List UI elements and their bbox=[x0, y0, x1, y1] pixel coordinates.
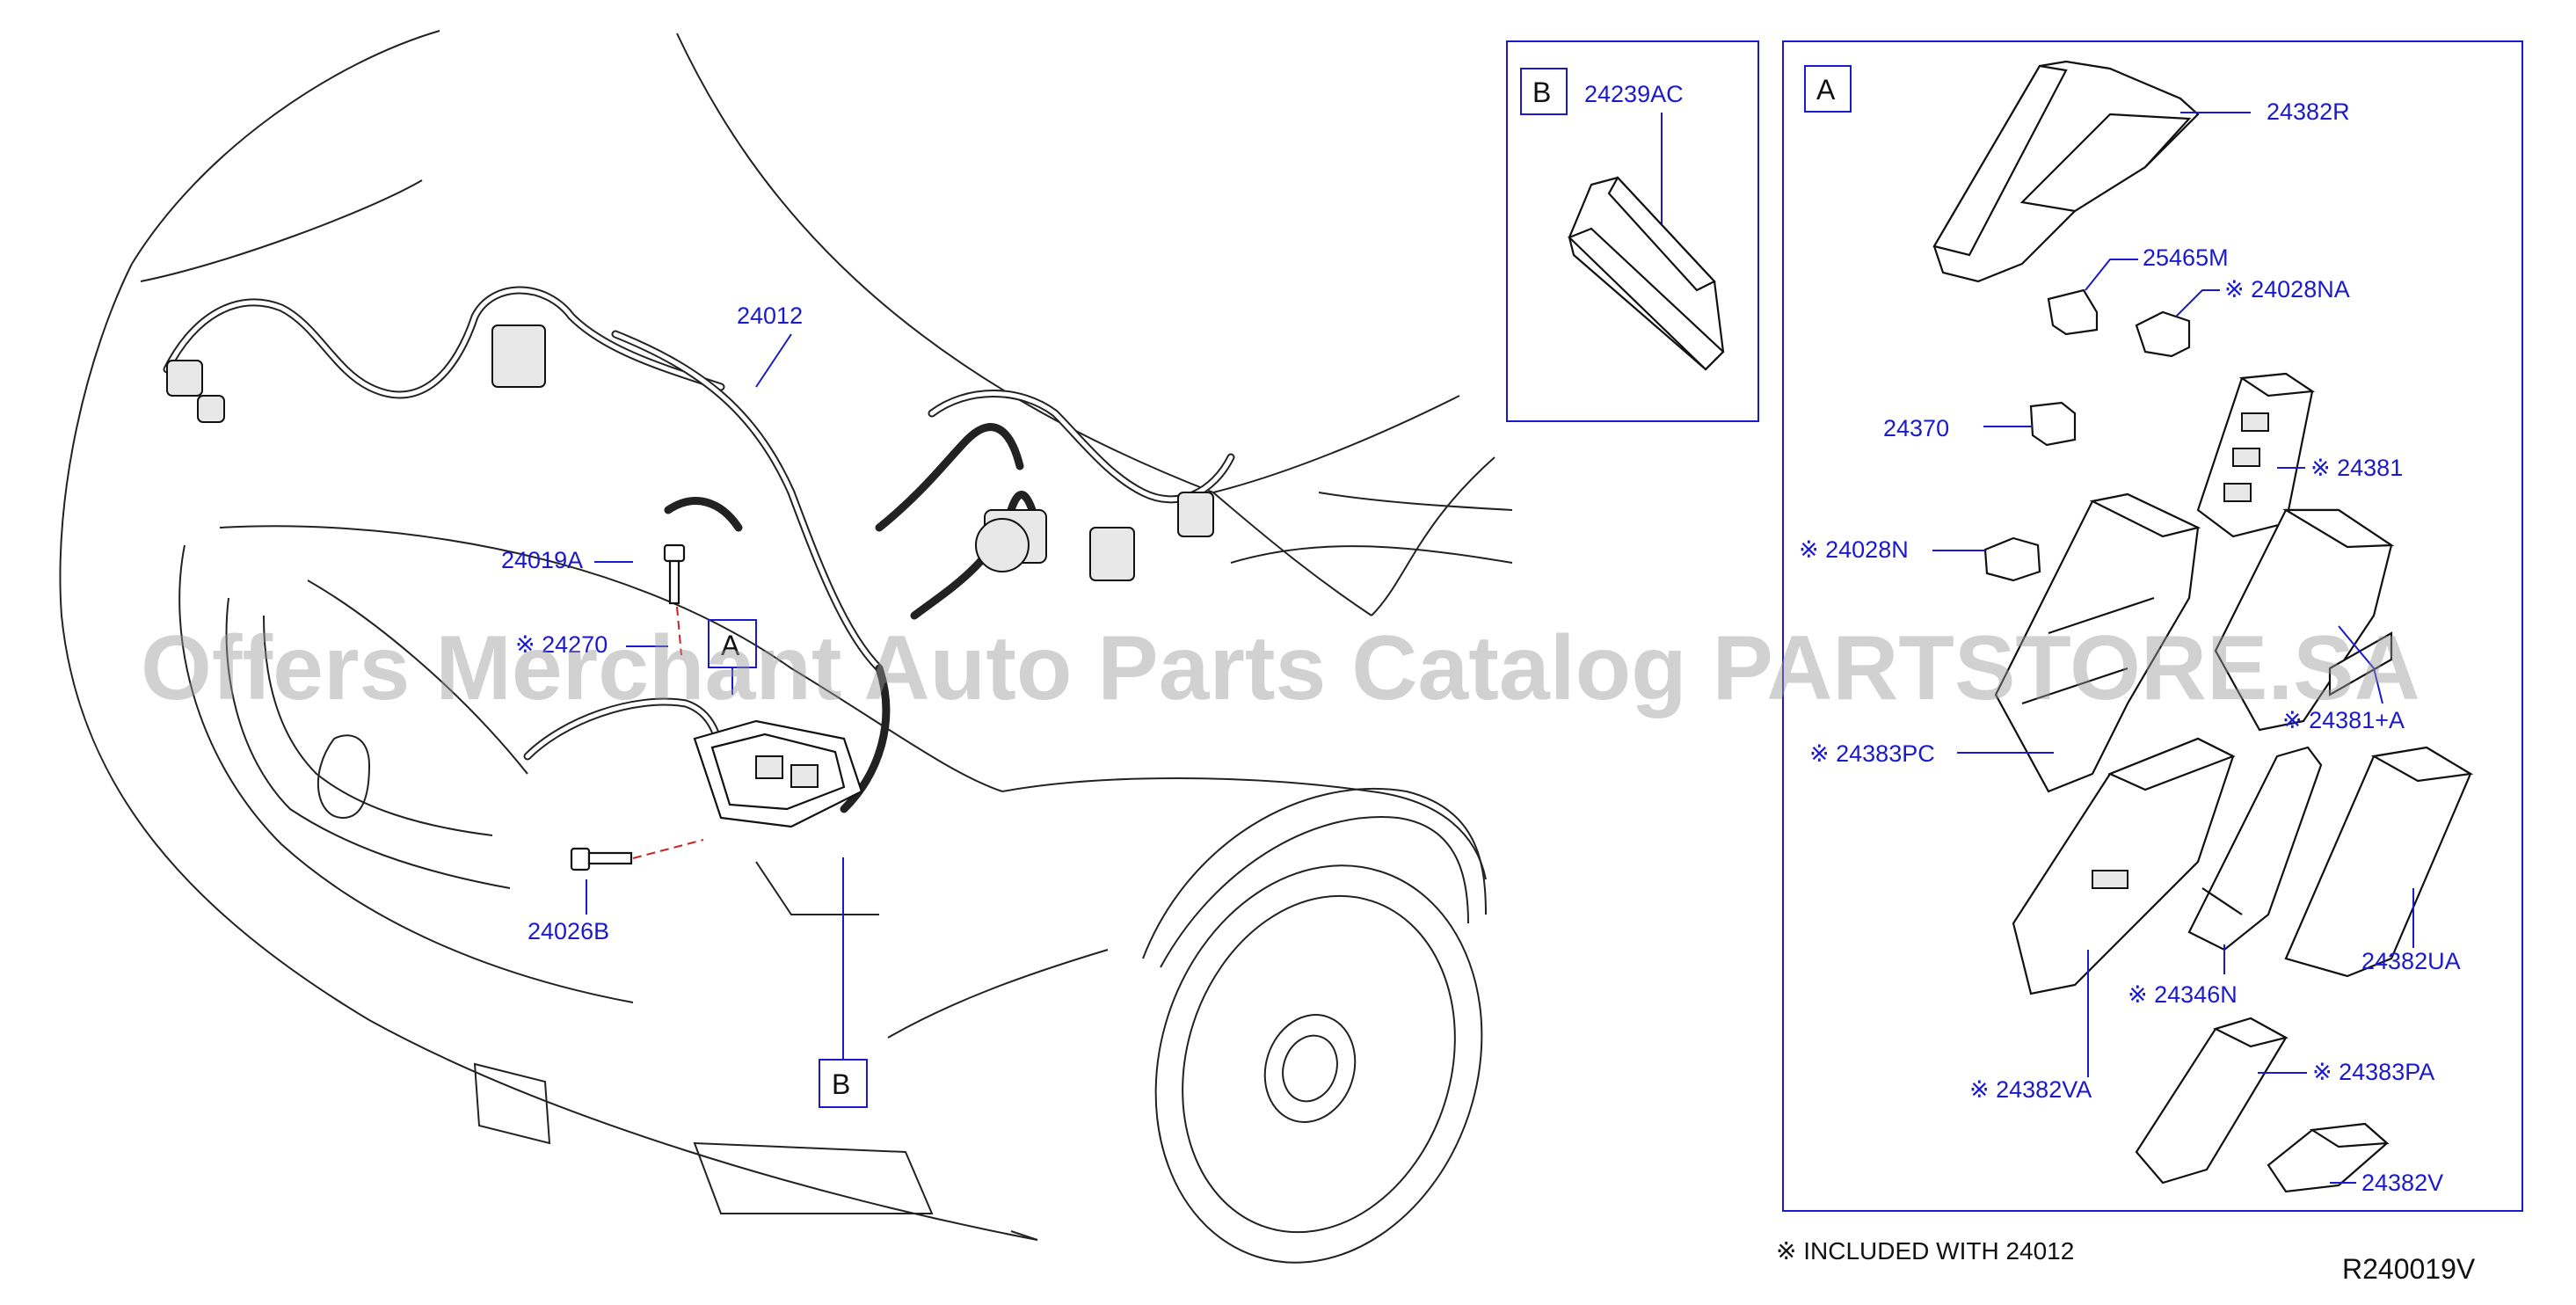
callout-24026B[interactable]: 24026B bbox=[528, 879, 609, 944]
callout-24239AC[interactable]: 24239AC bbox=[1584, 81, 1684, 229]
svg-text:※ 24382VA: ※ 24382VA bbox=[1969, 1076, 2092, 1103]
callout-24383PC[interactable]: ※ 24383PC bbox=[1809, 740, 2054, 767]
part-24382VA-lower-case bbox=[2012, 737, 2236, 995]
svg-text:24012: 24012 bbox=[737, 303, 803, 329]
svg-text:※ 24346N: ※ 24346N bbox=[2128, 981, 2238, 1008]
panel-a: A 24382R 25465M ※ 24028NA bbox=[1782, 40, 2523, 1212]
callout-24370[interactable]: 24370 bbox=[1883, 415, 2033, 441]
ref-box-a-main[interactable]: A bbox=[708, 619, 757, 695]
callout-24346N[interactable]: ※ 24346N bbox=[2128, 944, 2238, 1008]
callout-24381A[interactable]: ※ 24381+A bbox=[2282, 625, 2405, 733]
svg-text:※ 24381+A: ※ 24381+A bbox=[2282, 707, 2405, 733]
svg-text:25465M: 25465M bbox=[2143, 244, 2229, 271]
footnote-included-with: ※ INCLUDED WITH 24012 bbox=[1776, 1237, 2074, 1265]
part-24239AC-bracket bbox=[1568, 176, 1725, 371]
svg-text:24382UA: 24382UA bbox=[2361, 948, 2461, 974]
callout-24012[interactable]: 24012 bbox=[737, 303, 803, 388]
callout-24382UA[interactable]: 24382UA bbox=[2361, 888, 2461, 974]
svg-text:24382R: 24382R bbox=[2267, 98, 2350, 125]
part-25465M-fuse bbox=[2047, 288, 2099, 336]
watermark-text: Offers Merchant Auto Parts Catalog PARTS… bbox=[141, 617, 2420, 719]
callout-24270[interactable]: ※ 24270 bbox=[515, 631, 668, 658]
part-24370-relay bbox=[2029, 401, 2077, 447]
svg-text:24026B: 24026B bbox=[528, 918, 609, 944]
part-24381-relay-block bbox=[2196, 372, 2316, 538]
ref-box-a-panel: A bbox=[1804, 65, 1852, 113]
svg-text:24370: 24370 bbox=[1883, 415, 1949, 441]
bolt-24019A bbox=[663, 543, 686, 605]
part-24383PA-cover bbox=[2135, 1017, 2289, 1185]
svg-text:A: A bbox=[721, 630, 740, 661]
callout-24383PA[interactable]: ※ 24383PA bbox=[2258, 1059, 2434, 1085]
svg-text:A: A bbox=[1816, 74, 1836, 106]
callout-24381[interactable]: ※ 24381 bbox=[2277, 455, 2403, 481]
svg-text:※ 24028NA: ※ 24028NA bbox=[2224, 276, 2350, 303]
callout-24382VA[interactable]: ※ 24382VA bbox=[1969, 950, 2092, 1103]
svg-text:24382V: 24382V bbox=[2361, 1170, 2443, 1196]
vehicle-outline bbox=[59, 30, 1513, 1264]
callout-24382V[interactable]: 24382V bbox=[2330, 1170, 2443, 1196]
svg-text:※ 24270: ※ 24270 bbox=[515, 631, 608, 658]
svg-text:B: B bbox=[832, 1068, 850, 1100]
svg-text:24019A: 24019A bbox=[501, 547, 583, 573]
svg-text:24239AC: 24239AC bbox=[1584, 81, 1684, 107]
part-24382UA-cover bbox=[2284, 746, 2474, 978]
svg-text:※ 24028N: ※ 24028N bbox=[1799, 536, 1909, 563]
callout-25465M[interactable]: 25465M bbox=[2085, 244, 2229, 291]
callout-24028N[interactable]: ※ 24028N bbox=[1799, 536, 1985, 563]
diagram-code: R240019V bbox=[2342, 1253, 2476, 1285]
engine-room-harness bbox=[163, 286, 1235, 828]
panel-b: B 24239AC bbox=[1506, 40, 1759, 422]
svg-text:※ 24383PA: ※ 24383PA bbox=[2312, 1059, 2434, 1085]
part-24382V-small-cover bbox=[2267, 1122, 2390, 1193]
svg-text:B: B bbox=[1532, 77, 1551, 108]
ref-box-b-panel: B bbox=[1520, 68, 1568, 115]
svg-text:※ 24381: ※ 24381 bbox=[2310, 455, 2403, 481]
callout-24028NA[interactable]: ※ 24028NA bbox=[2175, 276, 2350, 317]
callout-24382R[interactable]: 24382R bbox=[2180, 98, 2350, 125]
part-24028NA-clip bbox=[2135, 310, 2191, 358]
part-24381A-relay-box bbox=[2214, 508, 2395, 732]
callout-24019A[interactable]: 24019A bbox=[501, 547, 633, 573]
ref-box-b-main[interactable]: B bbox=[819, 857, 868, 1108]
part-24383PC-lower-cover bbox=[1994, 492, 2201, 793]
part-24382R-upper-cover bbox=[1932, 60, 2200, 283]
part-24028N-clip bbox=[1983, 536, 2041, 582]
bolt-24026B bbox=[570, 839, 704, 871]
svg-text:※ 24383PC: ※ 24383PC bbox=[1809, 740, 1935, 767]
